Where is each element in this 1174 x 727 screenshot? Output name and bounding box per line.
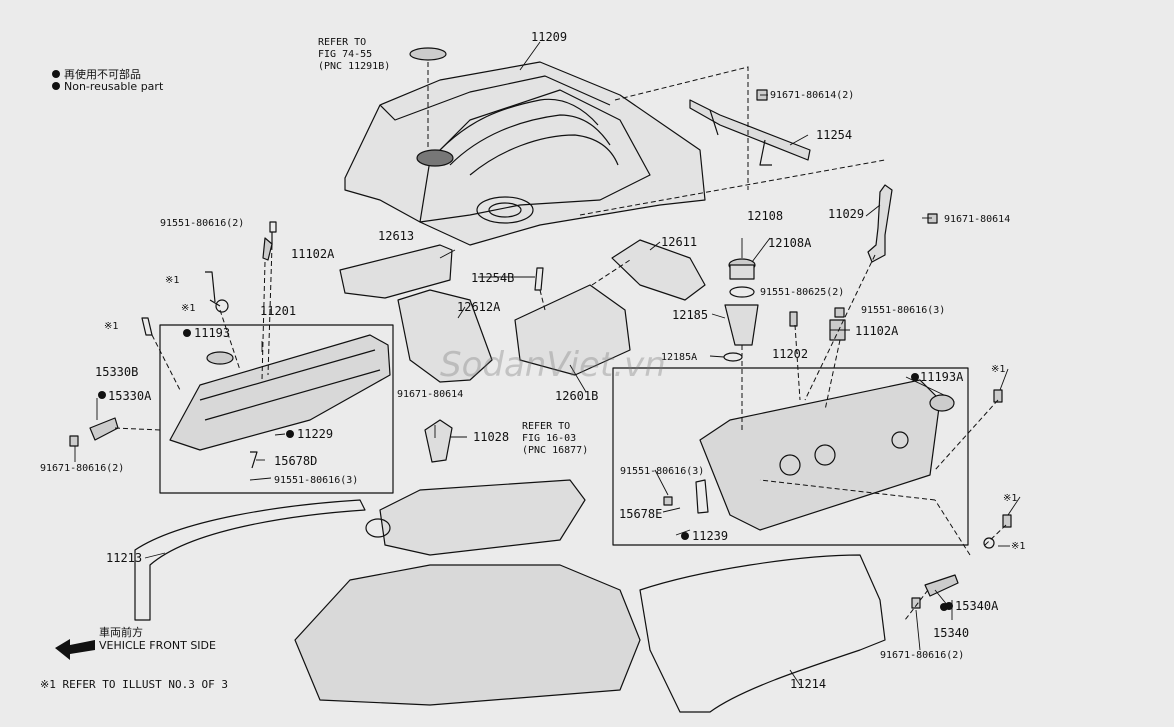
watermark: SodanViet.vn: [440, 345, 666, 385]
refer-note-fig-74-55: REFER TO FIG 74-55 (PNC 11291B): [318, 37, 391, 72]
part-11254[interactable]: 11254: [816, 128, 853, 142]
ref-mark-x1-e: ※1: [1003, 493, 1018, 504]
part-11102a-right[interactable]: 11102A: [855, 324, 899, 338]
part-12185a[interactable]: 12185A: [661, 352, 698, 363]
part-12185[interactable]: 12185: [672, 308, 709, 322]
footer-note: ※1 REFER TO ILLUST NO.3 OF 3: [40, 678, 229, 691]
part-15340[interactable]: 15340: [933, 626, 970, 640]
part-15678d[interactable]: 15678D: [274, 454, 318, 468]
legend-non-reusable-en: Non-reusable part: [52, 80, 163, 93]
part-91671-80614-right[interactable]: 91671-80614: [944, 214, 1011, 225]
part-11202[interactable]: 11202: [772, 347, 809, 361]
part-91551-80616-2[interactable]: 91551-80616(2): [160, 218, 245, 229]
ref-mark-x1-f: ※1: [1011, 541, 1026, 552]
part-11254b[interactable]: 11254B: [471, 271, 515, 285]
part-12108[interactable]: 12108: [747, 209, 784, 223]
part-91551-80616-3-right[interactable]: 91551-80616(3): [861, 305, 946, 316]
part-11193a[interactable]: 11193A: [920, 370, 964, 384]
front-arrow-icon: [55, 639, 95, 660]
vehicle-front-en: VEHICLE FRONT SIDE: [99, 639, 216, 652]
part-15330b[interactable]: 15330B: [95, 365, 139, 379]
part-91551-80616-3-mid[interactable]: 91551-80616(3): [620, 466, 705, 477]
vehicle-front-jp: 車両前方: [99, 626, 143, 639]
part-11229[interactable]: 11229: [297, 427, 334, 441]
right-head-cover-drawing: [699, 379, 955, 531]
ref-mark-x1-a: ※1: [165, 275, 180, 286]
part-11209[interactable]: 11209: [531, 30, 568, 44]
part-12612a[interactable]: 12612A: [457, 300, 501, 314]
bullet-icon: [52, 82, 60, 90]
part-91671-80614-mid[interactable]: 91671-80614: [397, 389, 464, 400]
part-12611[interactable]: 12611: [661, 235, 698, 249]
left-head-cover-drawing: [169, 334, 391, 451]
part-15330a[interactable]: 15330A: [108, 389, 152, 403]
part-11214[interactable]: 11214: [790, 677, 827, 691]
part-91671-80614-2[interactable]: 91671-80614(2): [770, 90, 855, 101]
part-15340a[interactable]: 15340A: [955, 599, 999, 613]
part-91671-80616-2-right[interactable]: 91671-80616(2): [880, 650, 965, 661]
part-11239[interactable]: 11239: [692, 529, 729, 543]
engine-cover-drawing: [344, 61, 706, 246]
part-11201[interactable]: 11201: [260, 304, 297, 318]
part-11193[interactable]: 11193: [194, 326, 231, 340]
part-91551-80616-3-left[interactable]: 91551-80616(3): [274, 475, 359, 486]
refer-note-fig-16-03: REFER TO FIG 16-03 (PNC 16877): [522, 421, 589, 456]
legend-non-reusable-jp: 再使用不可部品: [52, 66, 141, 82]
ref-mark-x1-c: ※1: [104, 321, 119, 332]
ref-mark-x1-b: ※1: [181, 303, 196, 314]
ref-mark-x1-d: ※1: [991, 364, 1006, 375]
part-11029[interactable]: 11029: [828, 207, 865, 221]
part-11213[interactable]: 11213: [106, 551, 143, 565]
part-12613[interactable]: 12613: [378, 229, 415, 243]
part-91671-80616-2-left[interactable]: 91671-80616(2): [40, 463, 125, 474]
part-91551-80625-2[interactable]: 91551-80625(2): [760, 287, 845, 298]
part-11028[interactable]: 11028: [473, 430, 510, 444]
non-reusable-marker-icon: [945, 602, 953, 610]
part-12108a[interactable]: 12108A: [768, 236, 812, 250]
part-11102a-left[interactable]: 11102A: [291, 247, 335, 261]
part-12601b[interactable]: 12601B: [555, 389, 599, 403]
bullet-icon: [52, 70, 60, 78]
part-15678e[interactable]: 15678E: [619, 507, 663, 521]
